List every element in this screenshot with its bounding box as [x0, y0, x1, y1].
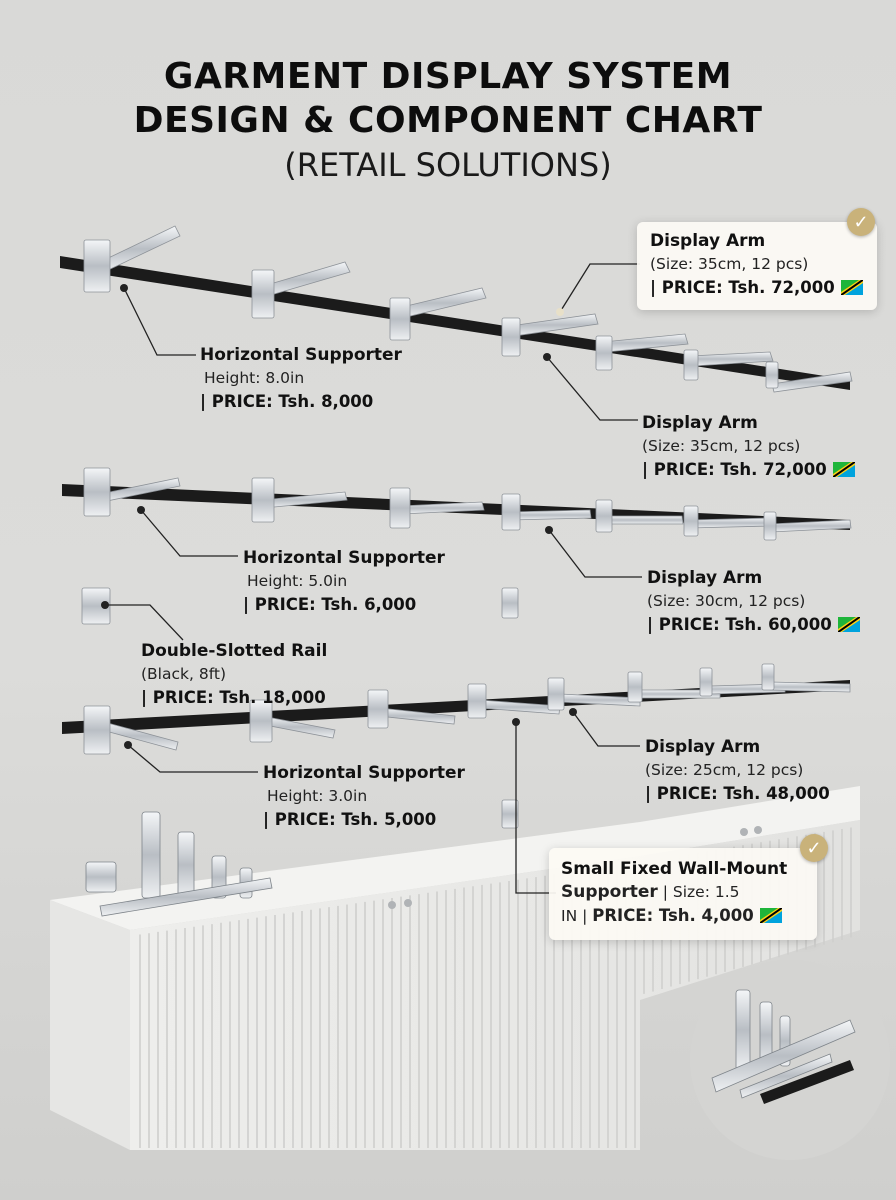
component-price: | PRICE: Tsh. 48,000 — [645, 784, 830, 803]
tanzania-flag-icon — [832, 462, 855, 477]
label-small-wall-mount-supporter: Small Fixed Wall-Mount Supporter | Size:… — [561, 858, 811, 928]
component-price-row: | PRICE: Tsh. 60,000 — [647, 613, 860, 636]
chart-title-line2: DESIGN & COMPONENT CHART — [133, 100, 763, 141]
tanzania-flag-icon — [837, 617, 860, 632]
component-detail: Height: 5.0in — [247, 572, 348, 590]
component-price: | PRICE: Tsh. 6,000 — [243, 595, 417, 614]
component-name: Displaу Arm — [642, 413, 758, 433]
component-price-row: | PRICE: Tsh. 72,000 — [650, 276, 863, 299]
label-display-arm-35cm: Displaу Arm (Size: 35cm, 12 pcs) | PRICE… — [642, 412, 855, 481]
small-mounts — [81, 587, 519, 829]
component-detail-row: Supporter | Size: 1.5 — [561, 881, 811, 904]
label-horizontal-supporter-8in: Horizontal Supporter Height: 8.0in | PRI… — [200, 344, 402, 413]
component-name-cont: Supporter — [561, 882, 658, 902]
wall-brackets-middle — [83, 467, 777, 541]
component-price: | PRICE: Tsh. 18,000 — [141, 688, 326, 707]
wall-brackets-top — [83, 239, 779, 389]
tanzania-flag-icon — [840, 280, 863, 295]
label-display-arm-35cm-highlight: Display Arm (Size: 35cm, 12 pcs) | PRICE… — [650, 230, 863, 299]
check-icon: ✓ — [847, 208, 875, 236]
label-display-arm-30cm: Display Arm (Size: 30cm, 12 pcs) | PRICE… — [647, 567, 860, 636]
display-arms-bottom — [101, 681, 851, 751]
component-name: Horizontal Supporter — [243, 548, 445, 568]
display-arms-middle — [99, 477, 852, 533]
component-detail: Height: 3.0in — [267, 787, 368, 805]
wall-brackets-bottom — [83, 663, 775, 755]
component-name: Double-Slotted Rail — [141, 641, 328, 661]
highlight-card-wall-mount — [549, 848, 817, 940]
component-price: | PRICE: Tsh. 8,000 — [200, 392, 374, 411]
component-price-row: | PRICE: Tsh. 72,000 — [642, 458, 855, 481]
component-name: Display Arm — [645, 737, 761, 757]
component-detail: Height: 8.0in — [204, 369, 305, 387]
leader-dots — [101, 284, 577, 749]
component-detail: (Size: 25cm, 12 pcs) — [645, 761, 804, 779]
component-name: Display Arm — [647, 568, 763, 588]
component-detail: (Size: 35cm, 12 pcs) — [650, 255, 809, 273]
label-horizontal-supporter-5in: Horizontal Supporter Height: 5.0in | PRI… — [243, 547, 445, 616]
component-detail: (Size: 35cm, 12 pcs) — [642, 437, 801, 455]
component-price: | PRICE: Tsh. 5,000 — [263, 810, 437, 829]
component-name: Small Fixed Wall-Mount — [561, 859, 788, 879]
check-icon: ✓ — [800, 834, 828, 862]
component-name: Horizontal Supporter — [263, 763, 465, 783]
label-display-arm-25cm: Display Arm (Size: 25cm, 12 pcs) | PRICE… — [645, 736, 830, 805]
component-size: | Size: 1.5 — [657, 883, 740, 901]
component-detail: (Size: 30cm, 12 pcs) — [647, 592, 806, 610]
highlight-card-display-arm — [637, 222, 877, 310]
component-size-unit: IN | — [561, 907, 593, 925]
label-double-slotted-rail: Double-Slotted Rail (Black, 8ft) | PRICE… — [141, 640, 327, 709]
component-price: PRICE: Tsh. 4,000 — [592, 906, 754, 925]
component-price-row: IN | PRICE: Tsh. 4,000 — [561, 904, 811, 928]
chart-subtitle: (RETAIL SOLUTIONS) — [284, 146, 612, 184]
label-horizontal-supporter-3in: Horizontal Supporter Height: 3.0in | PRI… — [263, 762, 465, 831]
chart-title-line1: GARMENT DISPLAY SYSTEM — [163, 56, 733, 97]
component-inset — [690, 960, 890, 1160]
component-detail: (Black, 8ft) — [141, 665, 227, 683]
component-price: | PRICE: Tsh. 72,000 — [650, 278, 835, 297]
component-name: Horizontal Supporter — [200, 345, 402, 365]
sample-components — [85, 811, 273, 917]
component-price: | PRICE: Tsh. 60,000 — [647, 615, 832, 634]
leader-lines — [105, 263, 642, 894]
display-arms-top — [99, 225, 853, 393]
tanzania-flag-icon — [759, 908, 782, 923]
component-name: Display Arm — [650, 231, 766, 251]
component-price: | PRICE: Tsh. 72,000 — [642, 460, 827, 479]
